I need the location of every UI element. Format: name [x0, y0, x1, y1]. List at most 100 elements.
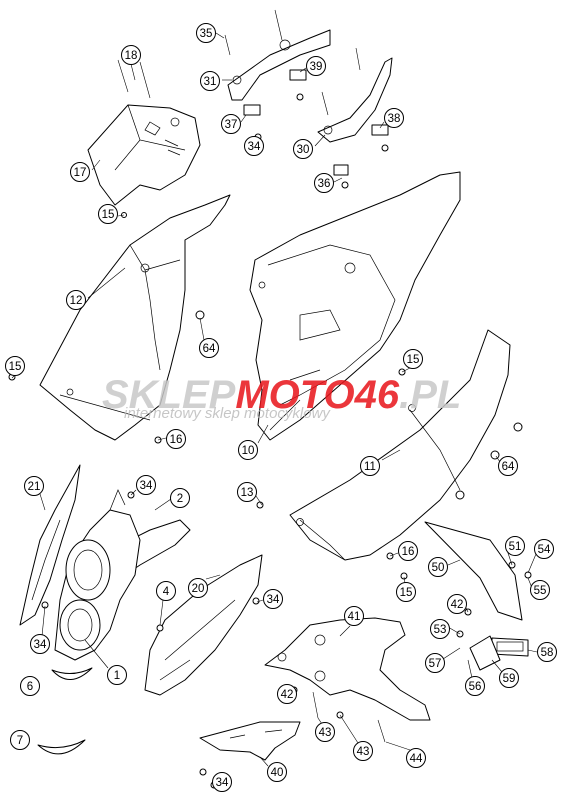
callout-leader-11: [381, 449, 401, 461]
svg-text:SKLEPMOTO46.PL: SKLEPMOTO46.PL: [102, 373, 461, 417]
callout-42a: 42: [277, 684, 297, 704]
callout-leader-41: [339, 625, 351, 637]
callout-number-17: 17: [74, 167, 87, 179]
part-12-left-side-cover: [39, 194, 231, 441]
callout-leader-15c: [401, 367, 411, 373]
part-31-grab-handle-left: [224, 9, 331, 101]
callout-circle-44: [406, 748, 426, 768]
callout-circle-7: [10, 730, 30, 750]
callout-number-31: 31: [204, 76, 217, 88]
callout-64b: 64: [495, 455, 518, 476]
part-11-right-side-cover: [289, 329, 511, 561]
callout-1: 1: [84, 639, 127, 685]
callout-18: 18: [121, 45, 141, 81]
callout-number-10: 10: [242, 445, 255, 457]
callout-leader-37: [240, 114, 247, 123]
callout-41: 41: [339, 606, 364, 637]
callout-number-43a: 43: [319, 727, 332, 739]
callout-leader-36: [333, 177, 343, 183]
callout-number-41: 41: [348, 611, 361, 623]
callout-leader-59: [491, 659, 503, 673]
callout-circle-64a: [199, 338, 219, 358]
callout-12: 12: [66, 267, 126, 310]
callout-53: 53: [430, 619, 461, 639]
callout-number-58: 58: [541, 647, 554, 659]
callout-20: 20: [188, 574, 221, 598]
callout-39: 39: [299, 56, 326, 76]
part-20-fairing-side: [144, 554, 263, 696]
callout-number-21: 21: [28, 481, 41, 493]
callout-circle-54: [534, 539, 554, 559]
callout-number-37: 37: [225, 119, 238, 131]
callout-31: 31: [200, 71, 232, 91]
callout-number-34d: 34: [248, 141, 261, 153]
callout-42b: 42: [447, 594, 469, 614]
callout-leader-34c: [256, 599, 264, 603]
callout-44: 44: [385, 741, 426, 768]
callout-leader-1: [84, 639, 109, 669]
callout-leader-16b: [389, 552, 399, 557]
callout-number-6: 6: [27, 681, 33, 693]
part-30-grab-handle-right: [317, 47, 393, 143]
callout-circle-36: [314, 173, 334, 193]
callout-leader-34a: [130, 489, 137, 496]
callout-51: 51: [505, 536, 525, 566]
watermark-brand-part4: .PL: [399, 373, 461, 417]
callout-number-30: 30: [297, 144, 310, 156]
callout-circle-16a: [166, 429, 186, 449]
callout-15b: 15: [5, 356, 25, 379]
callout-leader-44: [385, 741, 411, 751]
callout-leader-18: [130, 63, 136, 81]
callout-number-20: 20: [192, 583, 205, 595]
callout-number-50: 50: [432, 562, 445, 574]
part-39-clip: [289, 69, 307, 81]
watermark-brand-part3: 46: [354, 373, 400, 417]
fasteners: [8, 93, 532, 789]
callout-circle-15d: [396, 582, 416, 602]
callout-number-36: 36: [318, 178, 331, 190]
callout-35: 35: [196, 23, 225, 43]
callout-number-40: 40: [271, 767, 284, 779]
callout-leader-53: [447, 626, 461, 635]
callout-number-16a: 16: [170, 434, 183, 446]
callout-circle-21: [24, 476, 44, 496]
callout-leader-54: [527, 553, 537, 574]
callout-circle-2: [170, 488, 190, 508]
callout-circle-34d: [244, 136, 264, 156]
callout-circle-15a: [98, 204, 118, 224]
callout-38: 38: [379, 108, 404, 129]
callout-circle-39: [306, 56, 326, 76]
callout-number-34e: 34: [216, 777, 229, 789]
callout-leader-20: [205, 574, 221, 580]
callout-59: 59: [491, 659, 519, 688]
callout-leader-21: [39, 493, 46, 511]
callout-circle-34b: [30, 634, 50, 654]
callout-11: 11: [360, 449, 401, 476]
callout-circle-11: [360, 456, 380, 476]
callout-leader-30: [314, 134, 326, 147]
callout-43a: 43: [315, 717, 335, 742]
callout-55: 55: [527, 577, 550, 600]
callout-circle-59: [499, 668, 519, 688]
callout-number-42b: 42: [451, 599, 464, 611]
callout-16a: 16: [157, 429, 186, 449]
callout-7: 7: [10, 730, 30, 750]
callout-number-2: 2: [177, 493, 183, 505]
callout-circle-64b: [498, 456, 518, 476]
callout-circle-53: [430, 619, 450, 639]
callout-leader-12: [87, 267, 126, 299]
callout-number-4: 4: [163, 586, 170, 598]
callout-circle-37: [221, 114, 241, 134]
part-36-clip: [333, 164, 349, 176]
callout-circle-57: [425, 653, 445, 673]
callout-leader-35: [215, 32, 225, 39]
watermark-tagline: internetowy sklep motocyklowy: [124, 405, 331, 422]
callout-number-18: 18: [125, 50, 138, 62]
callout-circle-34e: [212, 772, 232, 792]
callout-number-12: 12: [70, 295, 83, 307]
callout-number-7: 7: [17, 735, 23, 747]
callout-leader-2: [154, 498, 172, 511]
callout-15d: 15: [396, 576, 416, 602]
callout-number-34b: 34: [34, 639, 47, 651]
callout-leader-57: [442, 647, 461, 660]
